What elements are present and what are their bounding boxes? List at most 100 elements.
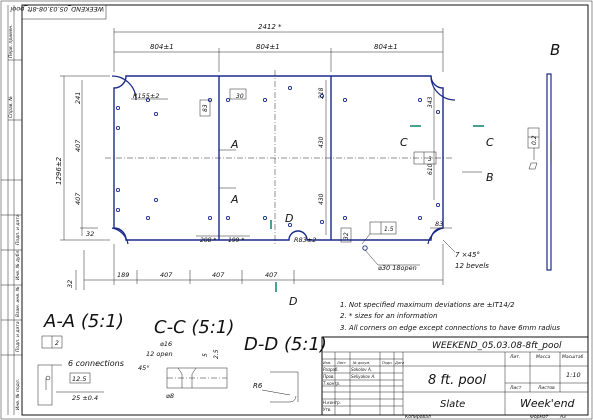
tb-name: 8 ft. pool xyxy=(428,373,487,388)
dim-407b: 407 xyxy=(74,192,82,205)
slab-outline xyxy=(111,75,456,245)
dim-overall-text: 2412 * xyxy=(258,23,282,31)
edge-tol-text: 0.2 xyxy=(531,135,538,145)
dim-218: 218 xyxy=(318,87,325,99)
note-1: 1. Not specified maximum deviations are … xyxy=(340,301,515,309)
cc-d16: ⌀16 xyxy=(160,340,172,348)
bevel-2: 12 bevels xyxy=(455,262,489,270)
tb-prov: Пров. xyxy=(323,374,335,379)
tb-code: WEEKEND_05.03.08-8ft_pool xyxy=(432,341,562,351)
dim-left: 1296±2 241 407 407 32 xyxy=(55,75,110,241)
side-stamp: Перв. примен. Справ. № Подп. и дата Инв.… xyxy=(1,5,22,415)
section-a: A A xyxy=(219,138,239,206)
cut-d-bot: D xyxy=(289,295,297,308)
dim-241: 241 xyxy=(74,92,82,104)
cc-d8: ⌀8 xyxy=(166,392,174,400)
dim-30: 30 xyxy=(236,93,244,100)
stamp-code: WEEKEND_05.03.08-8ft_pool xyxy=(10,5,104,13)
view-b-arrow: B xyxy=(462,171,494,184)
tb-razrab: Разраб. xyxy=(323,367,339,372)
aa-d2: 25 ±0.4 xyxy=(72,394,98,402)
flat-tol-text: 1.5 xyxy=(384,226,394,233)
dim-430a: 430 xyxy=(318,136,325,148)
cut-c-left: C xyxy=(400,136,408,149)
aa-conn: 6 connections xyxy=(68,359,124,368)
tb-row-doc: № докум. xyxy=(352,361,370,365)
dim-b407b: 407 xyxy=(212,271,225,279)
cc-open: 12 open xyxy=(146,350,173,358)
cut-d-top: D xyxy=(285,212,293,225)
side-stamp-3: Инв. № дубл. xyxy=(15,249,21,280)
dim-430b: 430 xyxy=(318,193,325,205)
side-stamp-5: Подп. и дата xyxy=(15,321,21,352)
view-b-label: B xyxy=(550,41,560,59)
tb-nkontr: Н.контр. xyxy=(323,400,341,405)
side-stamp-2: Подп. и дата xyxy=(15,214,21,245)
side-stamp-6: Инв. № подл. xyxy=(15,379,21,410)
dim-32-left: 32 xyxy=(86,230,94,238)
tb-row-izm: Изм. xyxy=(323,361,331,365)
tb-copied: Копировал xyxy=(405,414,431,420)
dim-b189: 189 xyxy=(117,271,129,279)
cut-a-top: A xyxy=(230,138,239,151)
dim-seg2: 804±1 xyxy=(256,43,280,51)
dim-overall: 2412 * xyxy=(113,23,444,72)
tb-razrab-name: Sokolov A. xyxy=(351,367,372,372)
dim-199: 199 * xyxy=(228,237,244,244)
drawing-frame xyxy=(21,4,589,416)
section-cc: C-C (5:1) ⌀16 12 open 45° 5 2.5 ⌀8 xyxy=(138,317,234,400)
dim-208: 208 * xyxy=(200,237,216,244)
dim-b407a: 407 xyxy=(160,271,173,279)
dim-segments: 804±1 804±1 804±1 xyxy=(114,43,443,72)
hole-note: ⌀30 18open xyxy=(378,264,417,272)
aa-d1: 12.5 xyxy=(72,375,86,383)
dim-407a: 407 xyxy=(74,139,82,152)
tb-utv: Утв. xyxy=(323,407,331,412)
dim-b407c: 407 xyxy=(265,271,278,279)
flatness-tol: 1.5 xyxy=(361,221,397,245)
aa-tol: 2 xyxy=(55,340,59,347)
dim-610: 610 xyxy=(427,163,434,175)
tb-row-list: Лист xyxy=(336,361,347,365)
dim-radius: R155±2 xyxy=(133,92,160,100)
side-stamp-0: Перв. примен. xyxy=(8,24,14,58)
cut-a-bot: A xyxy=(230,193,239,206)
tb-sheet: Лист xyxy=(509,385,522,391)
cc-45: 45° xyxy=(138,364,150,372)
side-stamp-4: Взам. инв. № xyxy=(15,286,21,317)
cc-title: C-C (5:1) xyxy=(154,317,234,338)
holes xyxy=(115,85,441,251)
dim-seg3: 804±1 xyxy=(374,43,398,51)
title-block: WEEKEND_05.03.08-8ft_pool 8 ft. pool Sla… xyxy=(321,336,589,416)
cut-b-label: B xyxy=(486,171,494,184)
dim-83-right: 83 xyxy=(435,220,443,228)
tb-lit-h: Лит. xyxy=(509,354,520,360)
section-c: C C 3 xyxy=(400,125,494,165)
dim-height: 1296±2 xyxy=(55,156,63,185)
cc-25: 2.5 xyxy=(213,349,220,359)
note-2: 2. * sizes for an information xyxy=(340,312,437,320)
dim-seg1: 804±1 xyxy=(150,43,174,51)
tb-tkontr: Т.контр. xyxy=(323,381,340,386)
side-view xyxy=(546,73,552,271)
dd-r6: R6 xyxy=(253,382,263,390)
tb-prov-name: Seliyakov A. xyxy=(351,374,376,379)
tb-sheets: Листов xyxy=(537,385,555,391)
tb-row-date: Дата xyxy=(394,361,404,365)
dim-r83: R83±2 xyxy=(294,236,316,244)
dim-b32: 32 xyxy=(66,280,74,288)
tb-row-sign: Подп. xyxy=(382,361,393,365)
tb-mass-h: Масса xyxy=(536,354,551,360)
aa-title: A-A (5:1) xyxy=(43,311,124,332)
tb-company: Week'end xyxy=(520,397,576,410)
side-stamp-1: Справ. № xyxy=(8,96,14,118)
centre-lines xyxy=(105,70,452,245)
edge-tolerance: 0.2 xyxy=(527,127,540,170)
dim-343: 343 xyxy=(427,96,434,108)
tb-material: Slate xyxy=(440,399,465,410)
note-3: 3. All corners on edge except connection… xyxy=(340,324,560,332)
tb-scale-h: Масштаб xyxy=(562,354,584,360)
tb-format: Формат xyxy=(530,414,549,420)
tb-format-val: A3 xyxy=(559,414,566,420)
